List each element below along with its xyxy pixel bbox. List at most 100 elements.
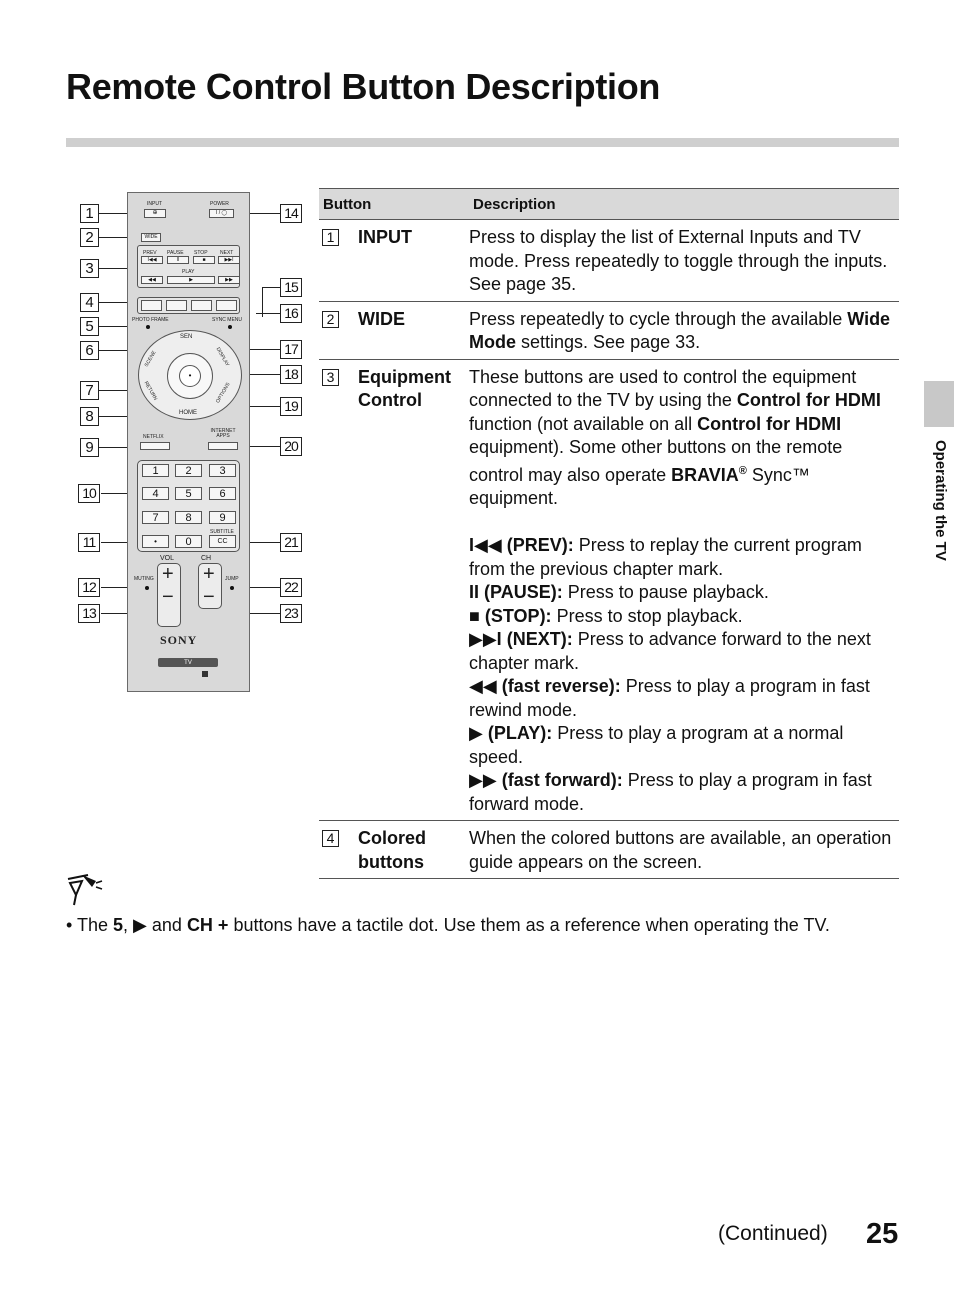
callout-3: 3 — [80, 259, 99, 278]
prev-button: I◀◀ — [141, 256, 163, 264]
leader-line — [256, 313, 280, 314]
callout-21: 21 — [280, 533, 302, 552]
remote-illustration: 1 2 3 4 5 6 7 8 9 10 11 12 13 14 15 16 1… — [76, 190, 306, 700]
leader-line — [236, 213, 280, 214]
colored-button-green — [166, 300, 187, 311]
digit-7: 7 — [142, 511, 169, 524]
leader-line — [101, 493, 137, 494]
dpad-center-button: • — [179, 365, 201, 387]
button-description: When the colored buttons are available, … — [469, 828, 892, 872]
transport-item: ■ (STOP): Press to stop playback. — [469, 605, 743, 626]
prev-label: PREV — [143, 250, 157, 256]
leader-line — [231, 587, 280, 588]
leader-line — [236, 542, 280, 543]
leader-line — [101, 587, 146, 588]
input-button: ⊕ — [144, 209, 166, 218]
section-label: Operating the TV — [932, 440, 949, 561]
callout-4: 4 — [80, 293, 99, 312]
vol-plus: + — [162, 563, 174, 585]
colored-button-red — [141, 300, 162, 311]
colored-button-yellow — [191, 300, 212, 311]
page-number: 25 — [866, 1218, 899, 1250]
sen-label: SEN — [180, 334, 193, 340]
jump-button — [230, 586, 234, 590]
callout-20: 20 — [280, 437, 302, 456]
transport-item: II (PAUSE): Press to pause playback. — [469, 582, 769, 602]
digit-9: 9 — [209, 511, 236, 524]
callout-23: 23 — [280, 604, 302, 623]
digit-3: 3 — [209, 464, 236, 477]
jump-label: JUMP — [225, 576, 239, 582]
row-number: 2 — [322, 310, 339, 328]
digit-8: 8 — [175, 511, 202, 524]
leader-line — [99, 213, 145, 214]
button-description: Press to display the list of External In… — [469, 227, 888, 294]
volume-rocker — [157, 563, 181, 627]
leader-line — [99, 390, 143, 391]
photo-frame-button — [146, 325, 150, 329]
ir-sensor-icon — [202, 671, 208, 677]
internet-apps-button — [208, 442, 238, 450]
leader-line — [99, 268, 136, 269]
leader-line — [99, 302, 136, 303]
callout-16: 16 — [280, 304, 302, 323]
spacer — [469, 511, 897, 535]
callout-11: 11 — [78, 533, 100, 552]
callout-13: 13 — [78, 604, 100, 623]
digit-2: 2 — [175, 464, 202, 477]
photo-frame-label: PHOTO FRAME — [132, 317, 169, 323]
callout-2: 2 — [80, 228, 99, 247]
callout-22: 22 — [280, 578, 302, 597]
button-name: WIDE — [358, 308, 405, 329]
callout-12: 12 — [78, 578, 100, 597]
callout-10: 10 — [78, 484, 100, 503]
home-label: HOME — [179, 410, 197, 416]
callout-7: 7 — [80, 381, 99, 400]
rewind-button: ◀◀ — [141, 276, 163, 284]
equipment-intro: These buttons are used to control the eq… — [469, 366, 881, 509]
header-description: Description — [473, 195, 556, 213]
callout-6: 6 — [80, 341, 99, 360]
digit-0: 0 — [175, 535, 202, 548]
callout-9: 9 — [80, 438, 99, 457]
pause-label: PAUSE — [167, 250, 184, 256]
callout-1: 1 — [80, 204, 99, 223]
callout-19: 19 — [280, 397, 302, 416]
callout-8: 8 — [80, 407, 99, 426]
power-label: POWER — [210, 201, 229, 207]
netflix-label: NETFLIX — [143, 434, 164, 440]
leader-line — [226, 349, 280, 350]
leader-line — [101, 542, 147, 543]
ch-label: CH — [201, 555, 212, 562]
transport-item: ▶▶ (fast forward): Press to play a progr… — [469, 770, 872, 814]
digit-4: 4 — [142, 487, 169, 500]
callout-17: 17 — [280, 340, 302, 359]
note-hint-icon — [67, 874, 103, 906]
vol-minus: − — [162, 586, 174, 608]
digit-1: 1 — [142, 464, 169, 477]
digit-5: 5 — [175, 487, 202, 500]
subtitle-label: SUBTITLE — [210, 529, 234, 535]
play-label: PLAY — [182, 269, 195, 275]
button-description: Press repeatedly to cycle through the av… — [469, 308, 891, 353]
header-button: Button — [323, 195, 372, 213]
ch-plus: + — [203, 563, 215, 585]
sync-menu-label: SYNC MENU — [212, 317, 243, 323]
row-number: 1 — [322, 229, 339, 246]
internet-apps-label: INTERNET APPS — [210, 428, 236, 439]
sync-menu-button — [228, 325, 232, 329]
callout-18: 18 — [280, 365, 302, 384]
netflix-button — [140, 442, 170, 450]
channel-rocker — [198, 563, 222, 609]
next-label: NEXT — [220, 250, 234, 256]
leader-line — [99, 350, 146, 351]
wide-button: WIDE — [141, 233, 161, 242]
callout-5: 5 — [80, 317, 99, 336]
note-text: • The 5, ▶ and CH + buttons have a tacti… — [66, 915, 830, 935]
leader-line — [99, 326, 147, 327]
muting-label: MUTING — [134, 576, 154, 582]
